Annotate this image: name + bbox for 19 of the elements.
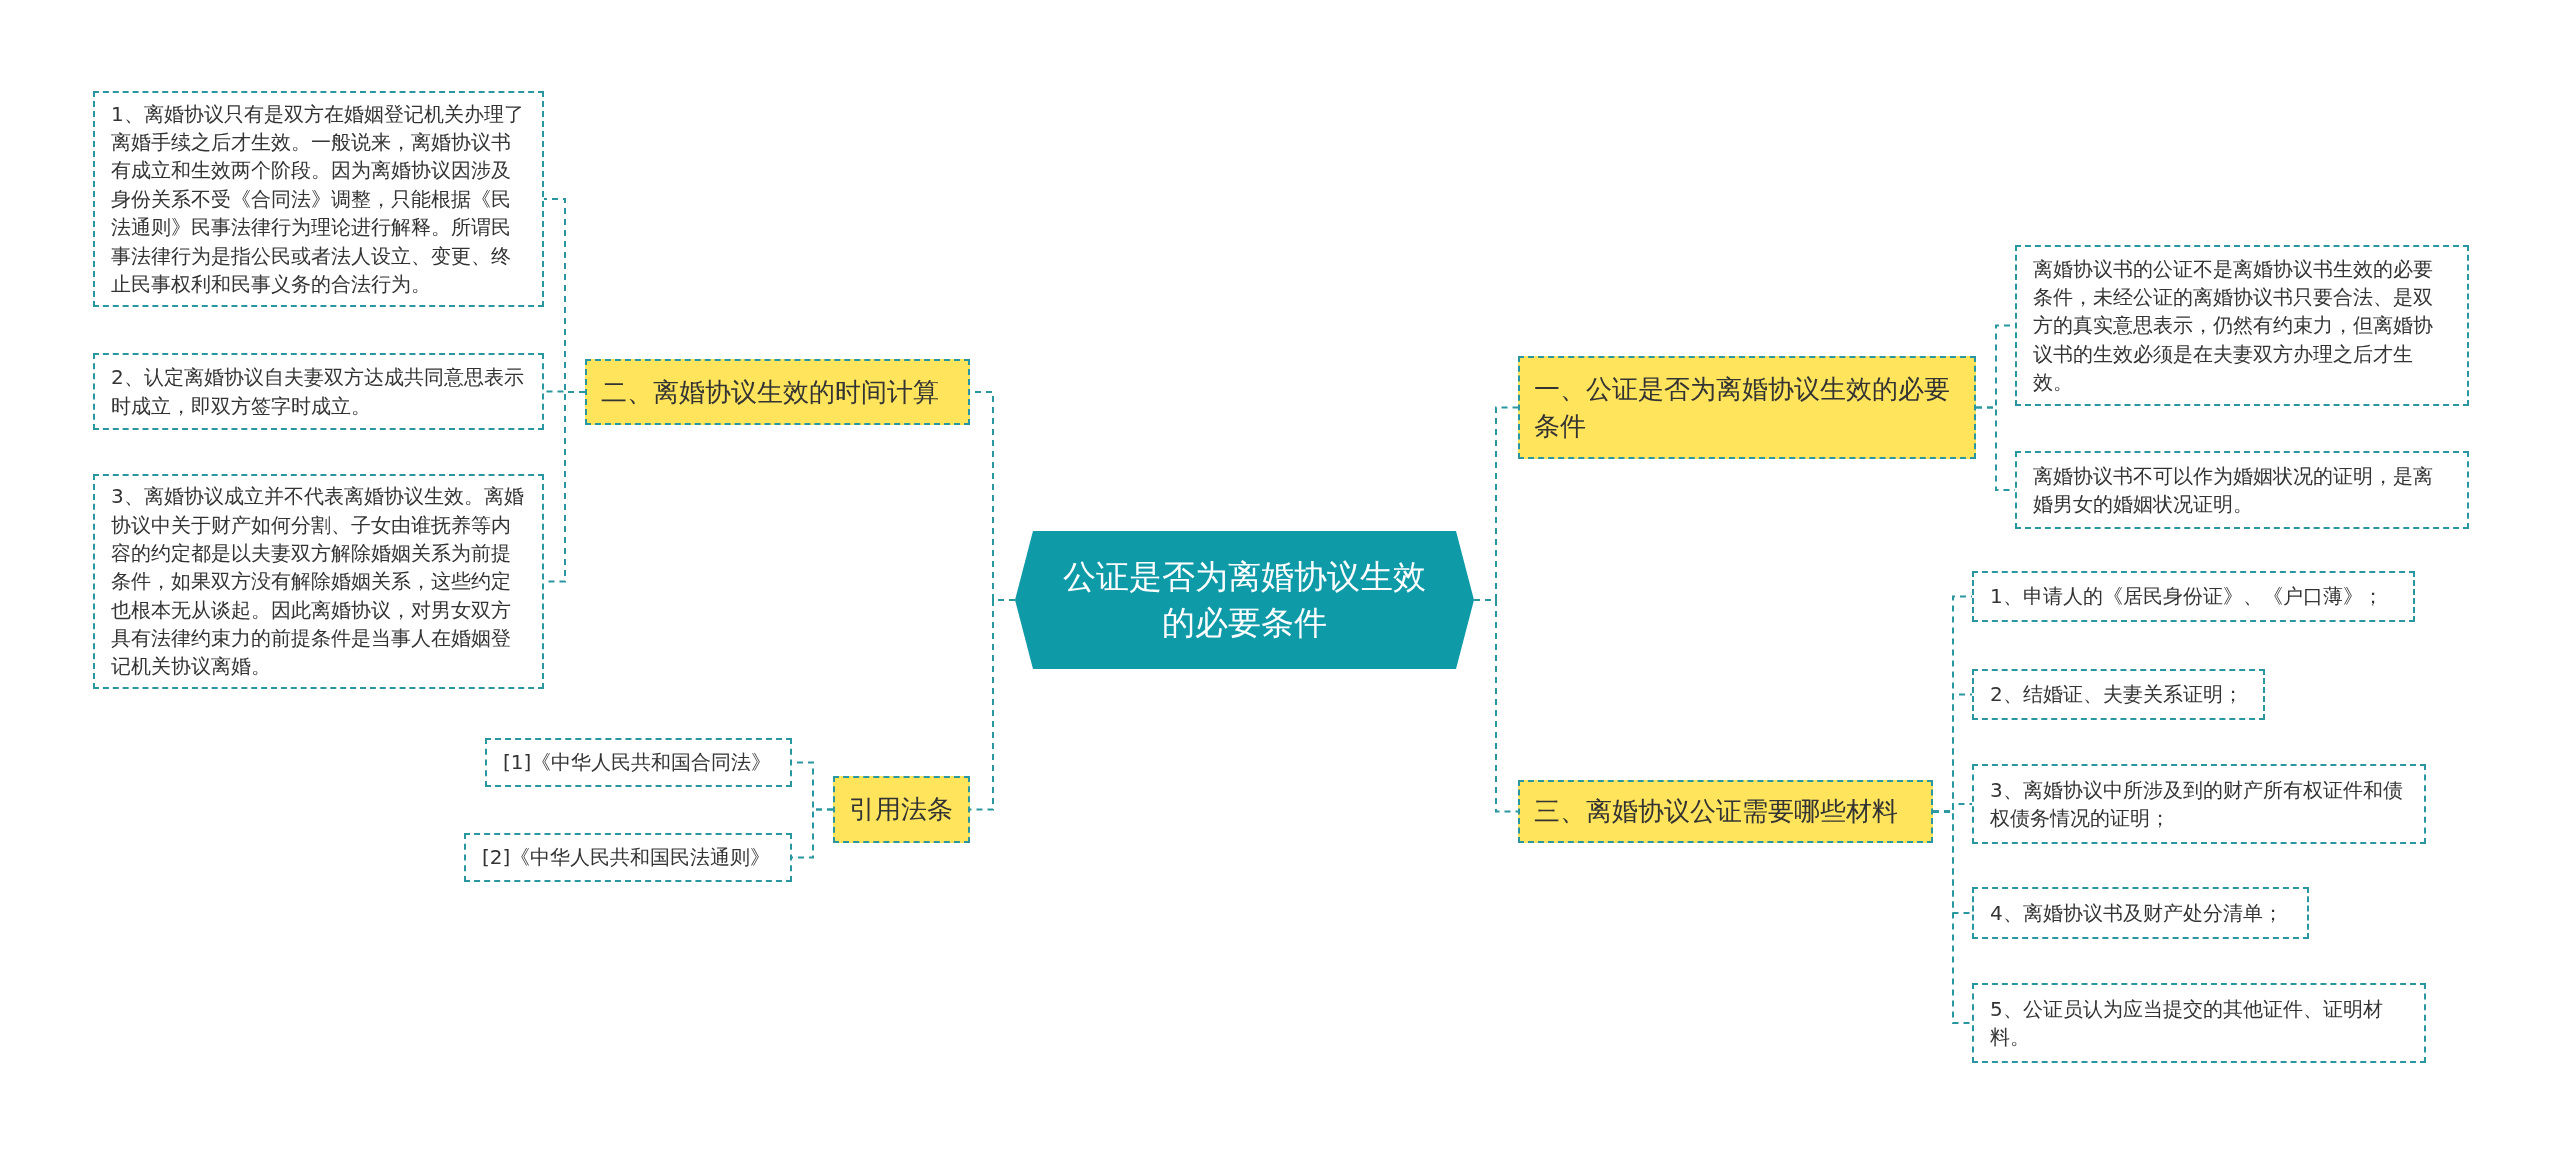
text-box: 离婚协议书不可以作为婚姻状况的证明，是离婚男女的婚姻状况证明。	[2015, 451, 2469, 529]
connector	[1473, 599, 1519, 813]
text-box: 3、离婚协议中所涉及到的财产所有权证件和债权债务情况的证明；	[1972, 764, 2426, 844]
text-box: 1、申请人的《居民身份证》、《户口薄》；	[1972, 571, 2415, 622]
text-box: 离婚协议书的公证不是离婚协议书生效的必要条件，未经公证的离婚协议书只要合法、是双方的真实意思表示，仍然有约束力，但离婚协议书的生效必须是在夫妻双方办理之后才生效。	[2015, 245, 2469, 406]
central-topic: 公证是否为离婚协议生效的必要条件	[1015, 531, 1474, 669]
text-box: 1、离婚协议只有是双方在婚姻登记机关办理了离婚手续之后才生效。一般说来，离婚协议书有成立和生效两个阶段。因为离婚协议因涉及身份关系不受《合同法》调整，只能根据《民法通则》民事法律行为理论进行解释。所谓民事法律行为是指公民或者法人设立、变更、终止民事权利和民事义务的合法行为。	[93, 91, 544, 307]
topic-box: 一、公证是否为离婚协议生效的必要条件	[1518, 356, 1976, 459]
text-box: 4、离婚协议书及财产处分清单；	[1972, 887, 2309, 939]
topic-box: 引用法条	[833, 776, 970, 843]
topic-box: 三、离婚协议公证需要哪些材料	[1518, 780, 1933, 843]
text-box: 2、认定离婚协议自夫妻双方达成共同意思表示时成立，即双方签字时成立。	[93, 353, 544, 430]
text-box: 5、公证员认为应当提交的其他证件、证明材料。	[1972, 983, 2426, 1063]
text-box: [2]《中华人民共和国民法通则》	[464, 833, 792, 882]
connector	[1932, 810, 1973, 1024]
text-box: [1]《中华人民共和国合同法》	[485, 738, 792, 787]
text-box: 2、结婚证、夫妻关系证明；	[1972, 669, 2265, 720]
text-box: 3、离婚协议成立并不代表离婚协议生效。离婚协议中关于财产如何分割、子女由谁抚养等内容的约定都是以夫妻双方解除婚姻关系为前提条件，如果双方没有解除婚姻关系，这些约定也根本无从谈起。因此离婚协议，对男女双方具有法律约束力的前提条件是当事人在婚姻登记机关协议离婚。	[93, 474, 544, 689]
topic-box: 二、离婚协议生效的时间计算	[585, 359, 970, 425]
